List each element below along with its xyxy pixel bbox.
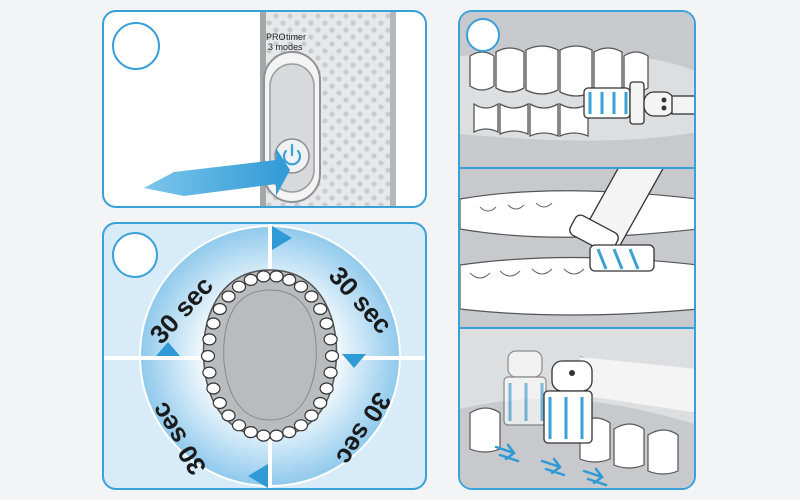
tooth [243, 273, 258, 287]
position-top-view [460, 169, 694, 327]
tooth [202, 333, 217, 346]
lower-teeth [473, 102, 589, 137]
quadrant-arrow-icon [248, 464, 268, 488]
tooth [313, 302, 328, 316]
panel-quadrant-timer: 30 sec 30 sec 30 sec 30 sec [102, 222, 427, 490]
tooth [212, 302, 227, 316]
double-chevron-right-icon [494, 443, 608, 487]
panel-brushing-positions [458, 10, 696, 490]
step-number-circle [112, 232, 158, 278]
panel-power-button: PRO timer 3 modes [102, 10, 427, 208]
arrow-right-icon [144, 148, 290, 196]
tooth [221, 409, 236, 422]
tooth [313, 396, 328, 410]
power-icon [282, 143, 302, 166]
tooth [221, 290, 236, 303]
tooth [202, 366, 217, 379]
handle-timer-label: timer [286, 32, 306, 42]
tooth [231, 280, 247, 293]
tooth [212, 396, 227, 410]
step-number-circle [112, 22, 160, 70]
tooth [323, 366, 338, 379]
brush-head-ghost [503, 350, 547, 426]
brush-head [583, 81, 694, 125]
step-number-circle [466, 18, 500, 52]
brush-head [543, 356, 694, 444]
tooth [282, 426, 297, 439]
tooth [282, 273, 297, 287]
position-motion-view [460, 329, 694, 488]
tooth [269, 429, 284, 442]
tooth [206, 317, 221, 330]
tooth [323, 333, 338, 346]
position-front-view [460, 12, 694, 167]
tooth [200, 349, 216, 363]
tooth [293, 419, 309, 432]
teeth-ring [200, 270, 340, 442]
tooth [256, 270, 271, 283]
quadrant-arrow-icon [342, 354, 366, 368]
quadrant-arrow-icon [156, 342, 180, 356]
tooth [293, 280, 309, 293]
mouth-quadrant-diagram: 30 sec 30 sec 30 sec 30 sec [104, 224, 425, 488]
tooth [304, 290, 319, 303]
handle-modes-label: 3 modes [268, 42, 303, 52]
upper-teeth [469, 45, 649, 97]
tooth [304, 409, 319, 422]
tooth [256, 429, 271, 442]
tooth [319, 317, 334, 330]
tooth [206, 382, 221, 395]
handle-brand-label: PRO [266, 32, 286, 42]
brush-handle-angled [569, 169, 664, 272]
brush-head [589, 244, 655, 272]
lower-teeth [469, 407, 679, 475]
tooth [324, 349, 340, 363]
handle-illustration: PRO timer 3 modes [144, 12, 396, 206]
quadrant-arrow-icon [272, 226, 292, 250]
tooth [231, 419, 247, 432]
tooth [243, 426, 258, 439]
tooth [269, 270, 284, 283]
tooth [319, 382, 334, 395]
